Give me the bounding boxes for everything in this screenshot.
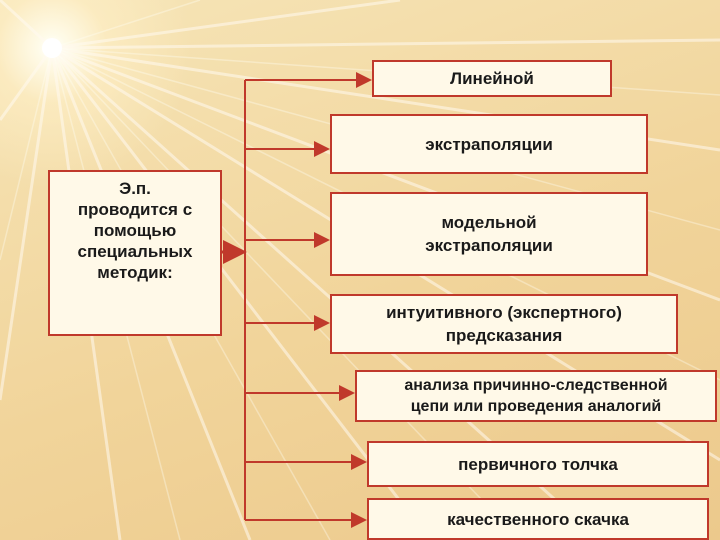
method-label: Линейной	[450, 69, 534, 88]
method-label: первичного толчка	[458, 454, 618, 474]
method-label: модельной экстраполяции	[425, 213, 553, 255]
method-box-qualitative-leap: качественного скачка	[367, 498, 709, 540]
method-box-intuitive-forecast: интуитивного (экспертного) предсказания	[330, 294, 678, 354]
method-label: экстраполяции	[425, 134, 553, 154]
source-text: Э.п. проводится с помощью специальных ме…	[77, 179, 193, 282]
method-box-model-extrapolation: модельной экстраполяции	[330, 192, 648, 276]
method-label: качественного скачка	[447, 509, 629, 529]
method-box-primary-push: первичного толчка	[367, 441, 709, 487]
method-box-linear: Линейной	[372, 60, 612, 97]
method-label: анализа причинно-следственной цепи или п…	[404, 377, 668, 415]
method-box-extrapolation: экстраполяции	[330, 114, 648, 174]
sun-flare-icon	[42, 38, 62, 58]
method-label: интуитивного (экспертного) предсказания	[386, 303, 622, 345]
method-box-causal-analysis: анализа причинно-следственной цепи или п…	[355, 370, 717, 422]
source-box: Э.п. проводится с помощью специальных ме…	[48, 170, 222, 336]
